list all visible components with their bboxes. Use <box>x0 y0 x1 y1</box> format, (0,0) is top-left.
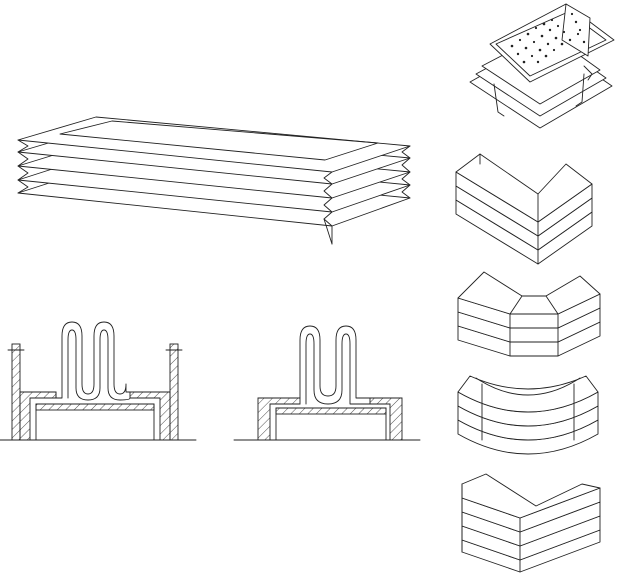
corner-bellows-trapezoid <box>457 271 601 357</box>
angled-bellows-segment <box>461 473 601 573</box>
curved-bellows-segment <box>457 375 599 455</box>
bellows-cross-section-with-end-plates <box>0 321 197 441</box>
perforated-bellows-cover <box>469 3 615 129</box>
corner-bellows-v-shape <box>455 153 593 265</box>
bellows-cross-section-compact <box>233 325 421 441</box>
flat-folded-bellows-cover <box>17 116 411 245</box>
